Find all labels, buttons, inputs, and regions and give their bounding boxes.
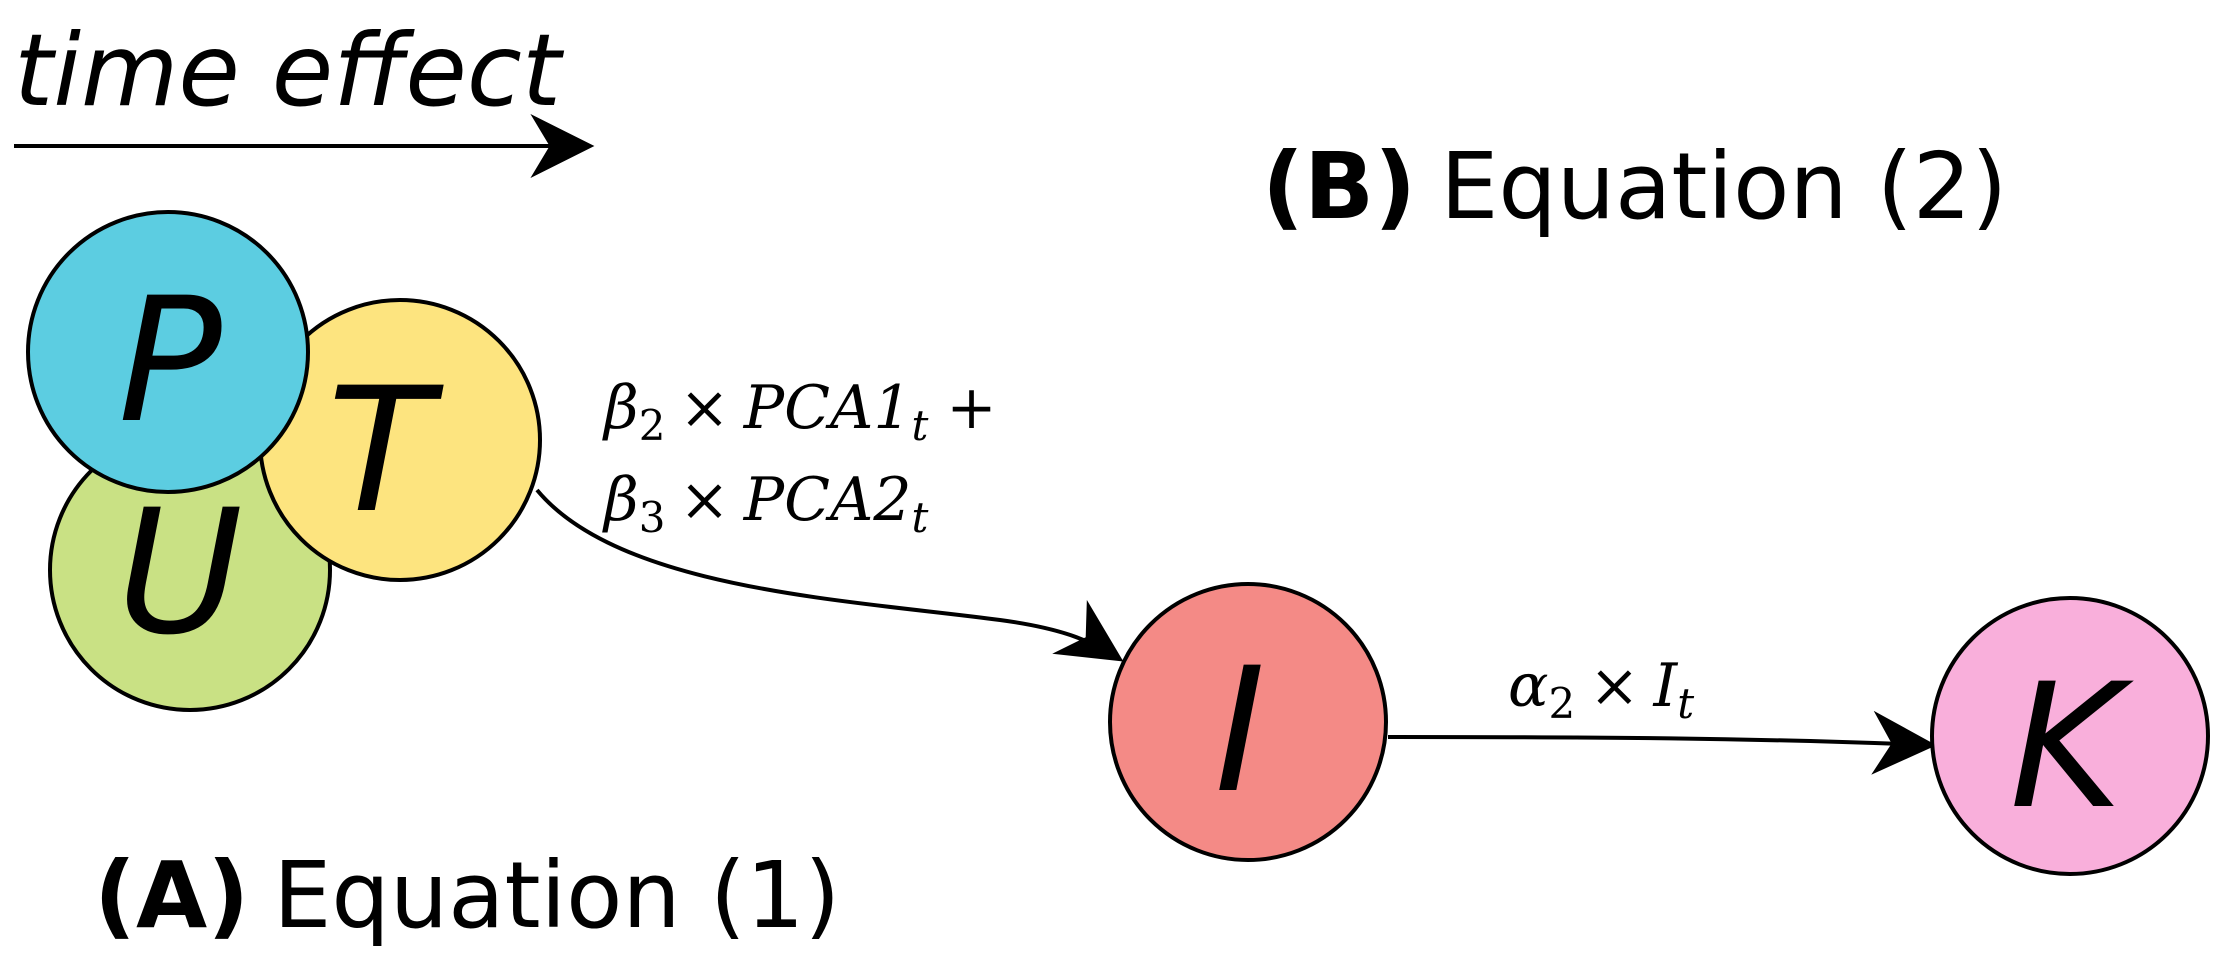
node-p-circle — [26, 210, 310, 494]
formula-ptu-line2: β3×PCA2t — [602, 465, 929, 542]
node-u-label: U — [117, 472, 243, 673]
node-i-circle — [1108, 582, 1388, 862]
node-t-label: T — [327, 350, 444, 551]
node-p-label: P — [118, 260, 222, 461]
formula-ptu-line1: β2×PCA1t+ — [602, 373, 997, 450]
panel-a-label: (A)Equation (1) — [94, 842, 840, 949]
panel-b-label: (B)Equation (2) — [1262, 133, 2007, 240]
node-k-circle — [1930, 596, 2210, 876]
arrow-i-to-k — [1387, 710, 1937, 775]
formula-i-to-k: α2×It — [1508, 651, 1694, 728]
node-i-label: I — [1215, 630, 1266, 831]
arrow-ptu-to-i — [535, 488, 1124, 662]
node-k-label: K — [2010, 646, 2135, 847]
time-effect-title: time effect — [14, 12, 565, 129]
